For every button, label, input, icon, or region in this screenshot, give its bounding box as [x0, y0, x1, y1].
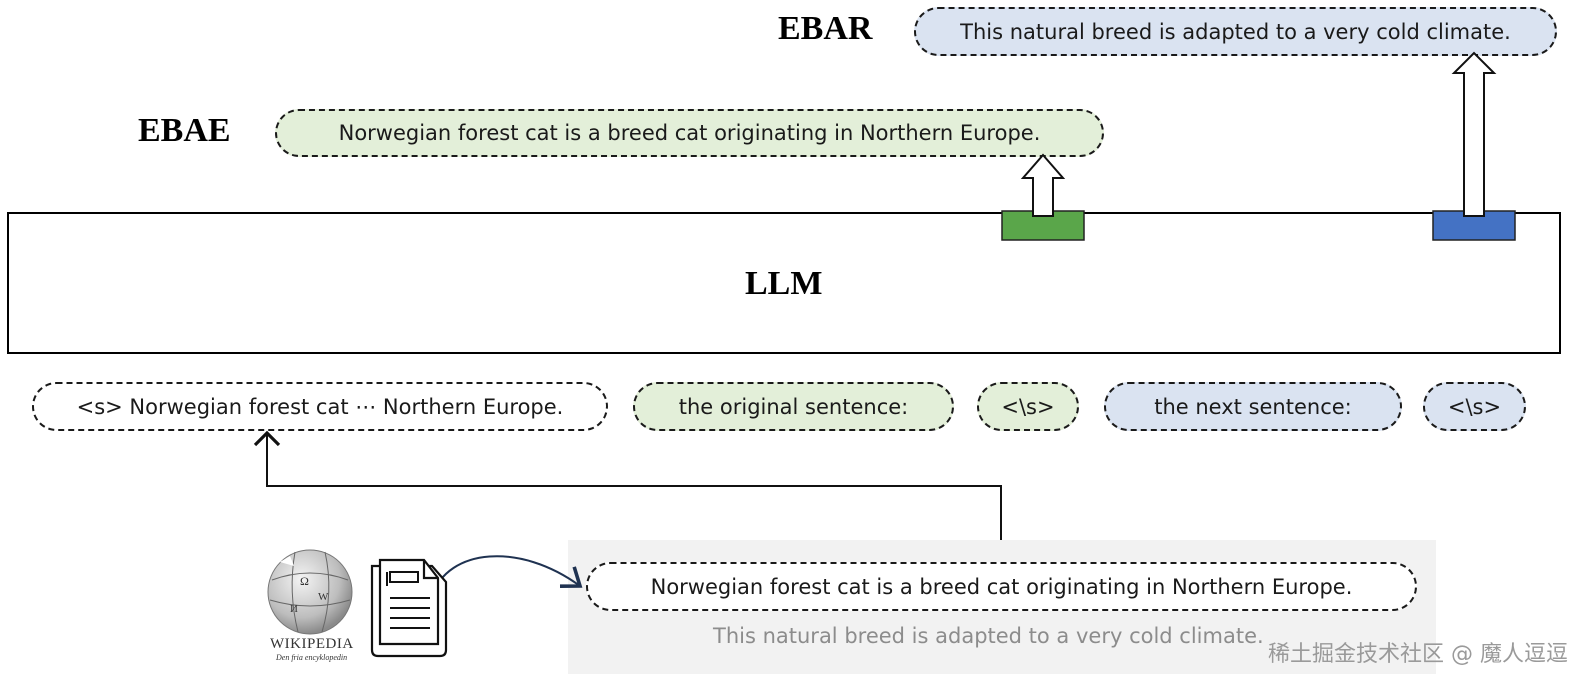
input-token-sentence-text: <s> Norwegian forest cat ⋯ Northern Euro…	[76, 394, 564, 419]
document-icon	[370, 558, 448, 658]
ebae-label: EBAE	[138, 112, 231, 149]
ebar-output-sentence: This natural breed is adapted to a very …	[914, 7, 1557, 56]
input-token-next-prompt: the next sentence:	[1104, 382, 1402, 431]
ebar-up-arrow	[1451, 51, 1497, 217]
source-sentence: Norwegian forest cat is a breed cat orig…	[586, 562, 1417, 611]
input-token-end-2: <\s>	[1423, 382, 1526, 431]
ebae-up-arrow	[1020, 153, 1066, 217]
ebar-label: EBAR	[778, 10, 873, 47]
input-token-sentence: <s> Norwegian forest cat ⋯ Northern Euro…	[32, 382, 608, 431]
ebar-output-text: This natural breed is adapted to a very …	[960, 19, 1511, 44]
llm-label: LLM	[745, 265, 823, 302]
input-token-original-prompt-text: the original sentence:	[678, 394, 909, 419]
ebae-output-text: Norwegian forest cat is a breed cat orig…	[338, 121, 1041, 145]
wikipedia-globe-icon: Ω W И	[267, 549, 353, 635]
watermark: 稀土掘金技术社区 @ 魔人逗逗	[1268, 642, 1568, 667]
svg-text:И: И	[290, 603, 298, 615]
document-to-sentence-arrow	[431, 555, 583, 597]
wikipedia-tagline: Den fria encyklopedin	[276, 653, 348, 662]
source-sentence-text: Norwegian forest cat is a breed cat orig…	[650, 574, 1353, 599]
input-token-next-prompt-text: the next sentence:	[1154, 394, 1352, 419]
svg-text:Ω: Ω	[300, 574, 309, 588]
svg-text:W: W	[318, 591, 329, 603]
ebae-output-sentence: Norwegian forest cat is a breed cat orig…	[275, 109, 1104, 157]
input-token-end-2-text: <\s>	[1447, 394, 1502, 419]
input-token-original-prompt: the original sentence:	[633, 382, 954, 431]
input-token-end-1-text: <\s>	[1001, 394, 1055, 419]
source-to-input-connector	[253, 430, 1002, 540]
input-token-end-1: <\s>	[977, 382, 1079, 431]
wikipedia-wordmark: WIKIPEDIA	[270, 636, 354, 652]
llm-box	[7, 212, 1561, 354]
source-next-sentence: This natural breed is adapted to a very …	[713, 624, 1264, 648]
